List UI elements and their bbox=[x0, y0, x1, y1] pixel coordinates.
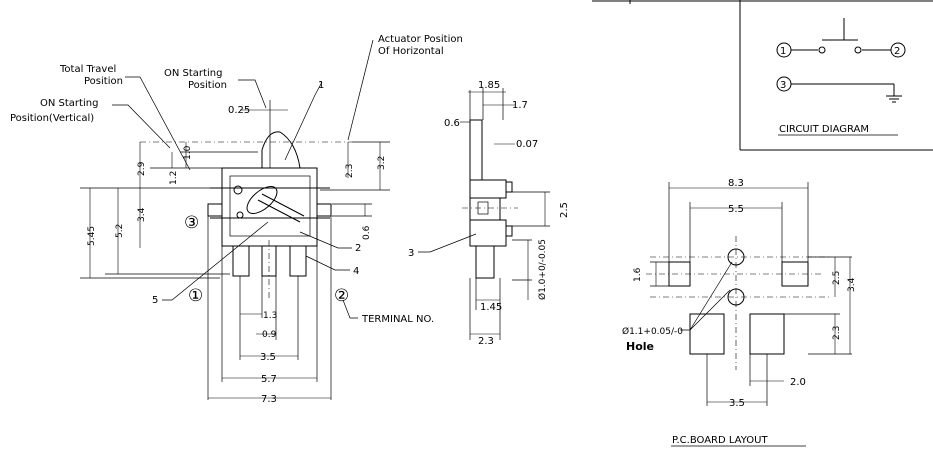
circuit-diagram bbox=[592, 0, 933, 151]
front-view-labels: Actuator Position Of Horizontal Total Tr… bbox=[10, 34, 463, 405]
side-dim-2-5: 2.5 bbox=[559, 202, 570, 218]
on-starting-vertical-label-1: ON Starting bbox=[40, 98, 98, 109]
pad-bottom-left bbox=[689, 313, 725, 355]
side-callout-3: 3 bbox=[408, 248, 414, 259]
actuator-label-1: Actuator Position bbox=[378, 34, 463, 45]
terminal-2-marker: ② bbox=[334, 286, 349, 306]
circuit-node-2: 2 bbox=[894, 46, 900, 57]
dim-7-3: 7.3 bbox=[261, 394, 277, 405]
front-view bbox=[80, 39, 390, 400]
pcb-dim-8-3: 8.3 bbox=[728, 178, 744, 189]
pcb-dim-2-3: 2.3 bbox=[832, 326, 842, 340]
dim-2-3: 2.3 bbox=[345, 164, 355, 178]
dim-2-9: 2.9 bbox=[137, 161, 147, 176]
dim-0-6: 0.6 bbox=[362, 225, 372, 240]
terminal-1-marker: ① bbox=[188, 286, 203, 306]
pcb-layout bbox=[646, 182, 852, 447]
circuit-node-1: 1 bbox=[780, 46, 786, 57]
switch-body bbox=[221, 167, 318, 247]
pcb-dim-5-5: 5.5 bbox=[728, 204, 744, 215]
circuit-diagram-title: CIRCUIT DIAGRAM bbox=[779, 124, 869, 135]
dim-1-0: 1.0 bbox=[183, 145, 193, 160]
dim-5-7: 5.7 bbox=[261, 374, 277, 385]
pcb-hole-label: Hole bbox=[626, 340, 654, 353]
pad-bottom-right bbox=[749, 313, 785, 355]
dim-0-25: 0.25 bbox=[228, 105, 250, 116]
dim-3-4: 3.4 bbox=[137, 207, 147, 222]
on-starting-vertical-label-2: Position(Vertical) bbox=[10, 113, 94, 124]
side-view-labels: 1.85 1.7 0.6 0.07 2.5 Ø1.0+0/-0.05 1.45 … bbox=[408, 80, 570, 347]
side-view bbox=[418, 88, 550, 340]
actuator bbox=[261, 131, 301, 169]
side-dim-hole: Ø1.0+0/-0.05 bbox=[537, 239, 548, 300]
on-starting-label-2: Position bbox=[188, 80, 227, 91]
pcb-labels: 8.3 5.5 1.6 2.5 3.4 2.3 2.0 3.5 Ø1.1+0.0… bbox=[622, 178, 857, 446]
side-dim-0-07: 0.07 bbox=[516, 139, 538, 150]
actuator-label-2: Of Horizontal bbox=[378, 46, 444, 57]
callout-5: 5 bbox=[152, 295, 158, 306]
total-travel-label-2: Position bbox=[84, 76, 123, 87]
side-dim-2-3: 2.3 bbox=[478, 336, 494, 347]
pcb-dim-2-0: 2.0 bbox=[790, 377, 806, 388]
pcb-layout-title: P.C.BOARD LAYOUT bbox=[672, 435, 768, 446]
terminal-2-pin bbox=[289, 245, 307, 277]
pcb-dim-3-5: 3.5 bbox=[729, 398, 745, 409]
terminal-3-marker: ③ bbox=[184, 213, 199, 233]
side-dim-1-7: 1.7 bbox=[512, 100, 528, 111]
side-dim-1-45: 1.45 bbox=[480, 302, 502, 313]
terminal-no-label: TERMINAL NO. bbox=[361, 314, 434, 325]
dim-5-45: 5.45 bbox=[87, 226, 97, 246]
dim-3-5: 3.5 bbox=[260, 352, 276, 363]
pcb-hole-diameter: Ø1.1+0.05/-0 bbox=[622, 326, 683, 337]
total-travel-label-1: Total Travel bbox=[59, 64, 116, 75]
dim-0-9: 0.9 bbox=[262, 330, 277, 340]
dim-5-2: 5.2 bbox=[115, 224, 125, 238]
circuit-node-3: 3 bbox=[780, 80, 786, 91]
dim-3-2: 3.2 bbox=[377, 156, 387, 170]
pcb-dim-1-6: 1.6 bbox=[633, 267, 643, 282]
pcb-dim-2-5: 2.5 bbox=[832, 271, 842, 285]
contact-lever bbox=[246, 186, 278, 214]
terminal-1-pin bbox=[232, 245, 250, 277]
dim-1-2: 1.2 bbox=[169, 171, 179, 185]
side-dim-0-6: 0.6 bbox=[444, 118, 460, 129]
callout-2: 2 bbox=[355, 243, 361, 254]
dim-1-3: 1.3 bbox=[263, 311, 277, 321]
side-dim-1-85: 1.85 bbox=[478, 80, 500, 91]
pcb-dim-3-4: 3.4 bbox=[847, 277, 857, 292]
on-starting-label-1: ON Starting bbox=[164, 68, 222, 79]
circuit-labels: 1 2 3 CIRCUIT DIAGRAM bbox=[779, 46, 900, 135]
callout-1: 1 bbox=[318, 80, 324, 91]
callout-4: 4 bbox=[353, 266, 359, 277]
